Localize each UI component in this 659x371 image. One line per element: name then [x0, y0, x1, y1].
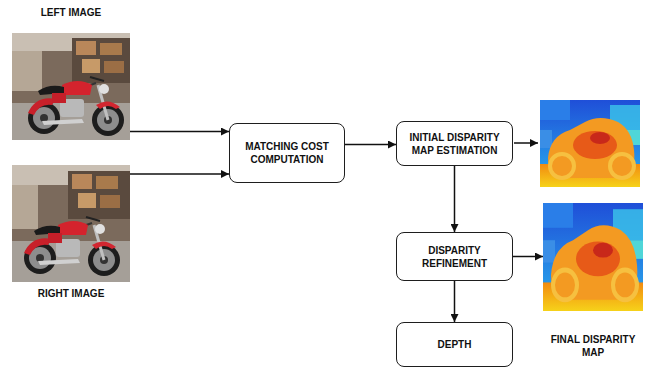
left-photo — [12, 51, 42, 91]
process-box: INITIAL DISPARITY MAP ESTIMATION — [396, 121, 513, 166]
right-photo — [78, 193, 96, 208]
image-caption: FINAL DISPARITY MAP — [543, 333, 643, 359]
final-disparity-map — [543, 203, 643, 311]
flow-arrow — [345, 144, 396, 146]
left-photo — [82, 59, 100, 73]
image-panel: FINAL DISPARITY MAP — [543, 203, 643, 311]
right-photo — [12, 185, 38, 229]
left-photo — [12, 33, 130, 140]
right-photo — [68, 171, 130, 219]
image-caption: RIGHT IMAGE — [16, 287, 126, 300]
image-panel: RIGHT IMAGE — [12, 165, 130, 282]
flow-arrow — [454, 281, 456, 322]
box-label: MATCHING COST COMPUTATION — [238, 140, 336, 166]
box-label: DEPTH — [405, 338, 504, 351]
process-box: DEPTH — [396, 322, 513, 367]
flow-arrow — [130, 131, 229, 133]
left-photo — [12, 33, 130, 140]
initial-disparity-map — [540, 100, 640, 187]
right-photo — [72, 174, 92, 189]
right-photo — [12, 165, 130, 282]
left-photo — [76, 41, 96, 55]
left-photo — [72, 38, 130, 83]
right-photo — [100, 195, 120, 208]
right-photo — [96, 176, 118, 189]
right-photo — [24, 217, 120, 276]
process-box: MATCHING COST COMPUTATION — [229, 123, 345, 183]
right-photo — [12, 165, 130, 282]
output-arrow — [514, 142, 538, 144]
box-label: DISPARITY REFINEMENT — [405, 244, 504, 270]
process-box: DISPARITY REFINEMENT — [396, 232, 513, 281]
box-label: INITIAL DISPARITY MAP ESTIMATION — [405, 131, 504, 157]
left-photo — [100, 43, 122, 55]
image-caption: LEFT IMAGE — [16, 6, 126, 19]
flow-arrow — [454, 166, 456, 232]
image-panel: LEFT IMAGE — [12, 33, 130, 140]
left-photo — [28, 77, 124, 136]
flow-arrow — [130, 173, 229, 175]
left-photo — [104, 61, 124, 73]
flow-arrow — [513, 256, 543, 258]
